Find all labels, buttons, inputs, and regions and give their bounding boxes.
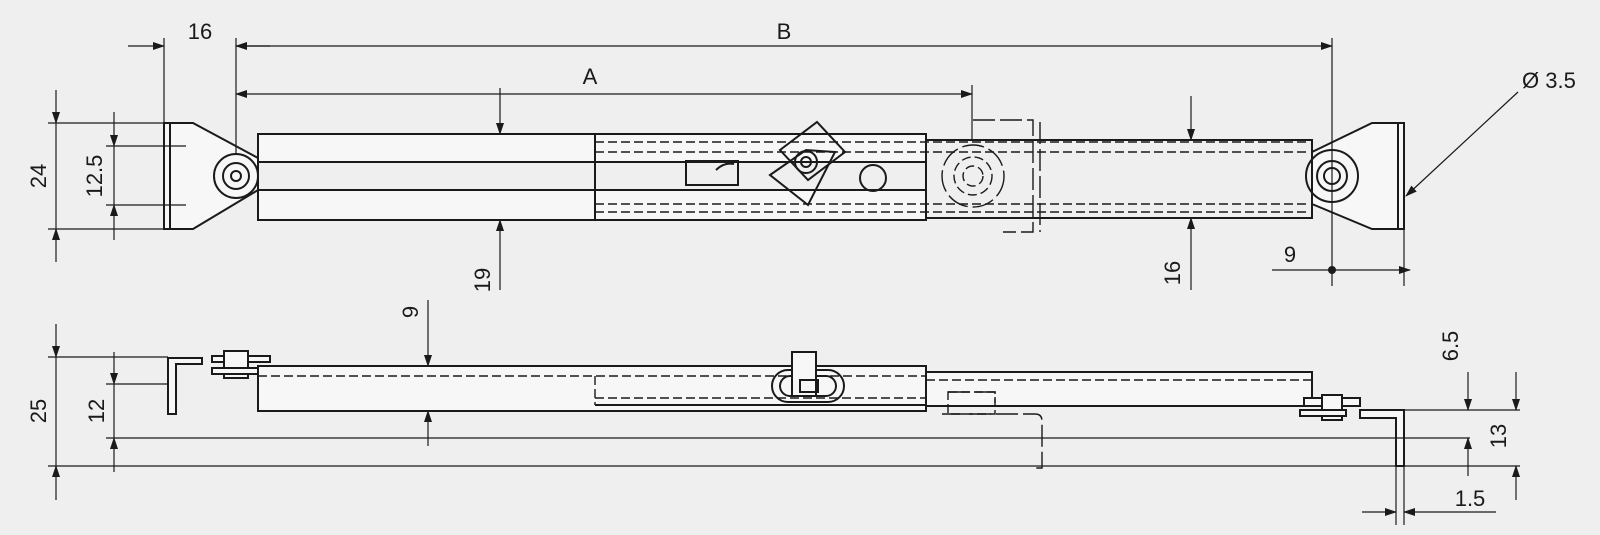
label-6-5: 6.5 xyxy=(1438,331,1463,362)
label-16-top: 16 xyxy=(188,19,212,44)
dimension-labels: 16 B A Ø 3.5 24 12.5 19 16 9 9 25 12 6.5… xyxy=(26,19,1576,511)
side-pin xyxy=(791,351,817,397)
label-24: 24 xyxy=(26,164,51,188)
slider-block xyxy=(685,160,739,186)
main-bar-upper xyxy=(257,133,927,163)
ghost-pivot xyxy=(941,144,1005,208)
side-dimensions xyxy=(48,300,1520,525)
main-bar-lower xyxy=(257,189,927,221)
top-view xyxy=(163,119,1405,233)
side-extension-bar xyxy=(925,371,1313,407)
top-dimensions xyxy=(48,38,1519,290)
label-16-right: 16 xyxy=(1160,261,1185,285)
label-9-right: 9 xyxy=(1284,242,1296,267)
label-diameter: Ø 3.5 xyxy=(1522,68,1576,93)
label-13: 13 xyxy=(1486,424,1511,448)
label-A: A xyxy=(583,64,598,89)
label-12-5: 12.5 xyxy=(82,155,107,198)
stop-pin xyxy=(859,164,887,192)
label-1-5: 1.5 xyxy=(1455,486,1486,511)
label-25: 25 xyxy=(26,399,51,423)
side-view xyxy=(167,350,1405,469)
label-B: B xyxy=(777,19,792,44)
label-9-side: 9 xyxy=(398,306,423,318)
side-left-bracket xyxy=(167,357,203,415)
label-19: 19 xyxy=(470,268,495,292)
label-12: 12 xyxy=(84,399,109,423)
left-bracket xyxy=(163,122,259,230)
